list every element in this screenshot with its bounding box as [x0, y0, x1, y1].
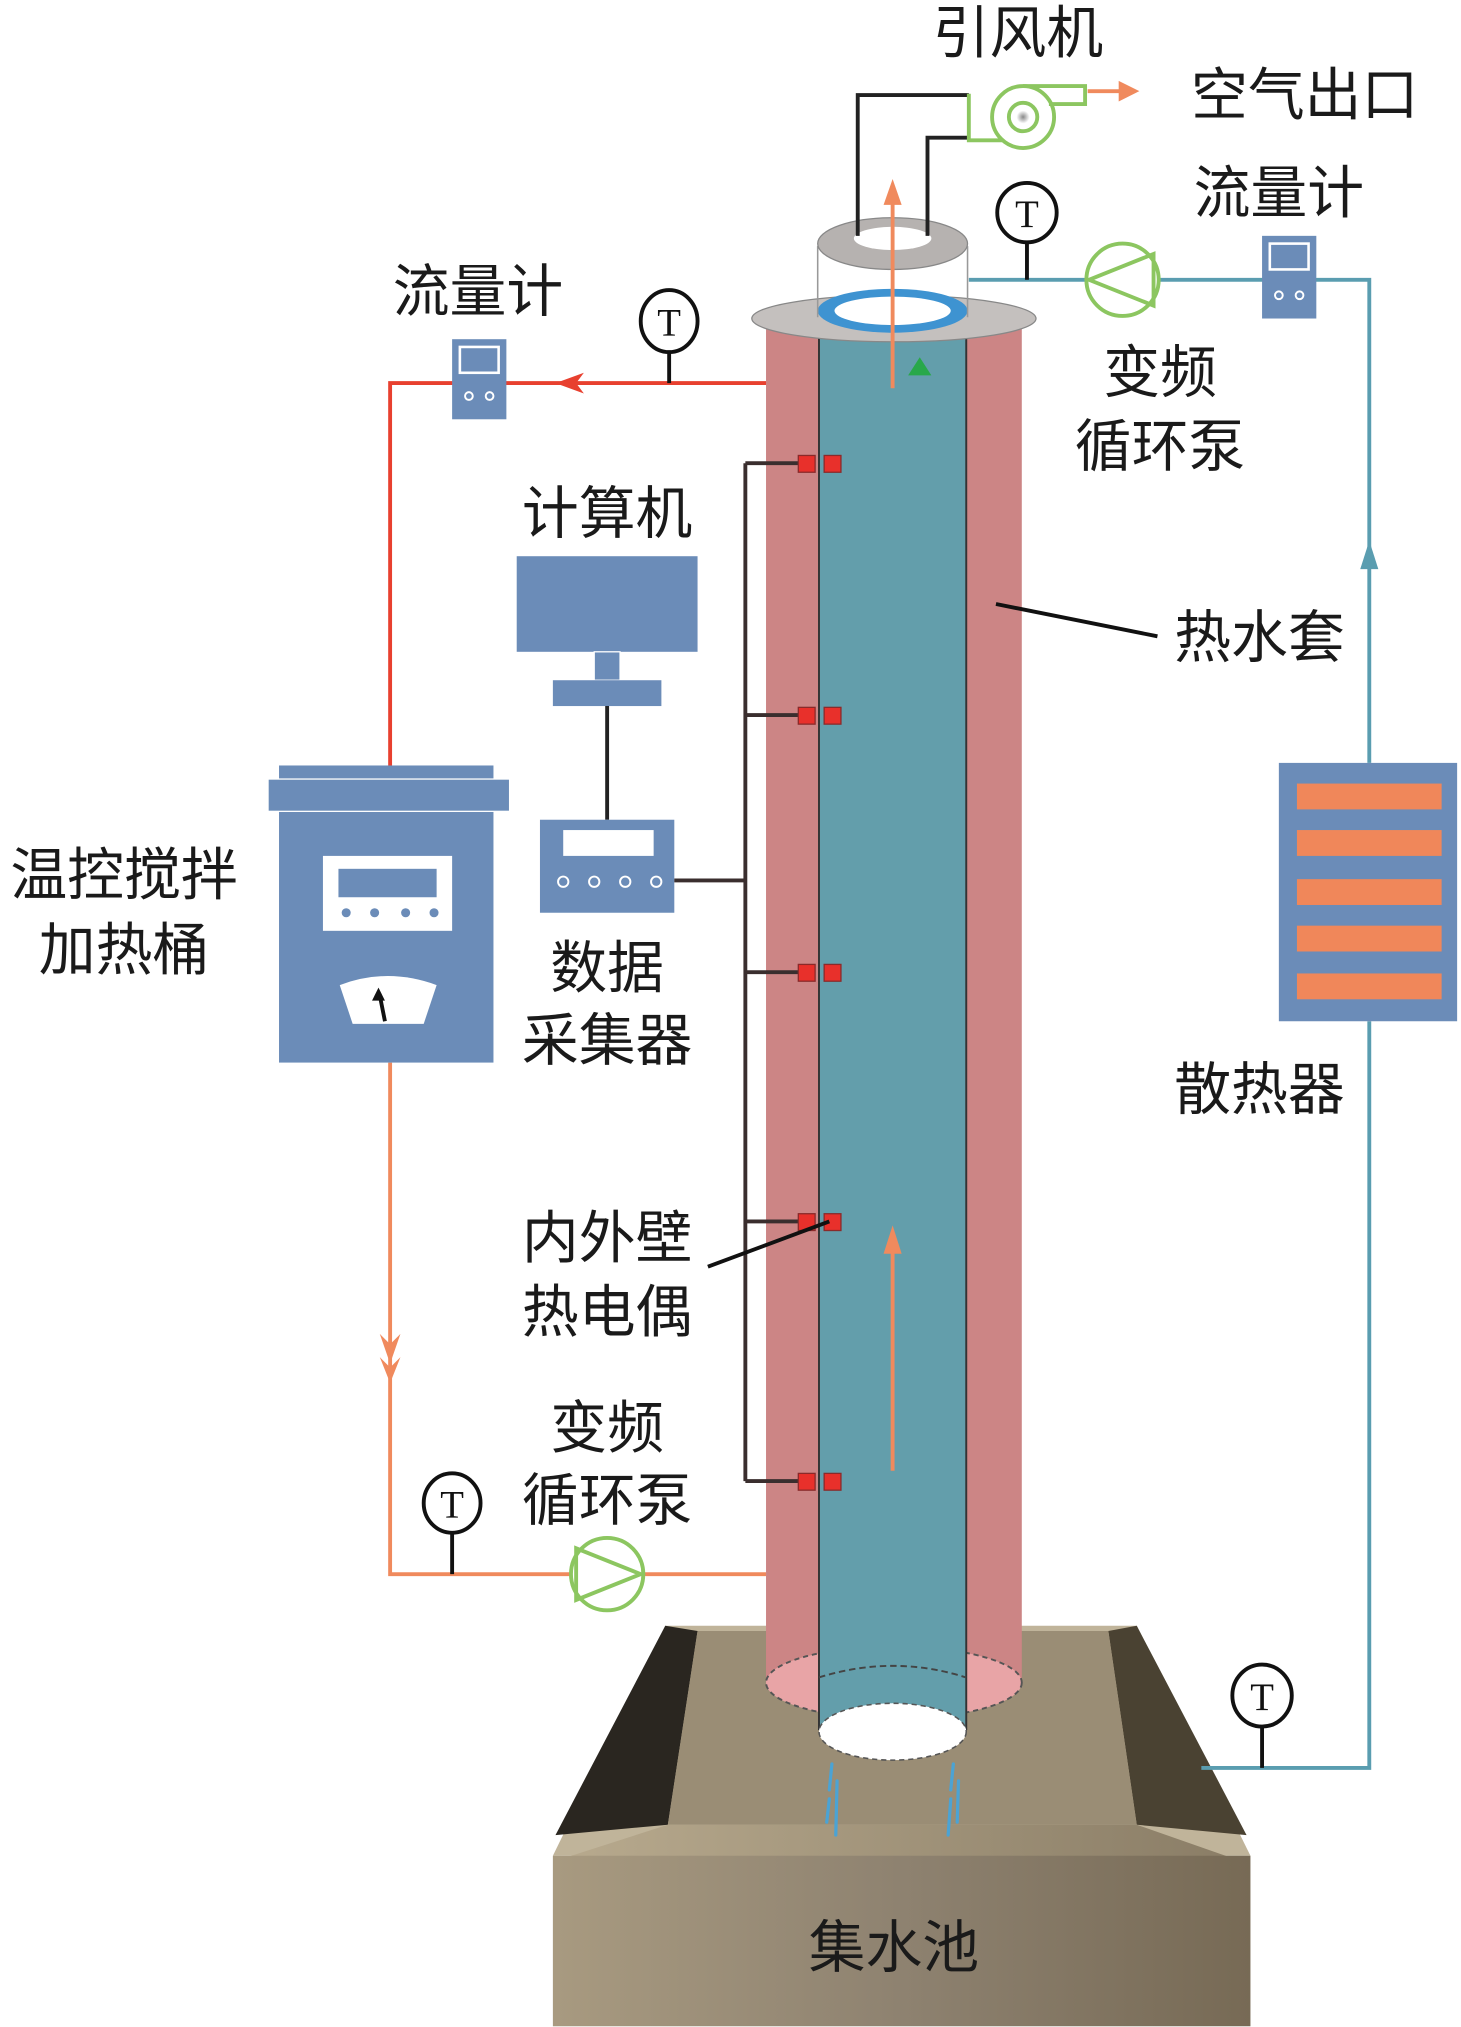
label-data-logger-1: 数据 [550, 936, 664, 1002]
thermocouple-5 [797, 1472, 816, 1491]
temperature-sensor-bottom-left: T [421, 1471, 483, 1575]
label-collection-tank: 集水池 [809, 1915, 979, 1981]
flowmeter-left-icon [452, 339, 507, 420]
inner-tube-outlet [818, 1702, 968, 1761]
temperature-sensor-symbol: T [657, 301, 681, 344]
label-data-logger-2: 采集器 [522, 1008, 692, 1074]
tower [765, 325, 1023, 1837]
thermocouple-1 [797, 454, 816, 473]
label-hot-water-jacket: 热水套 [1174, 605, 1344, 671]
label-vfd-pump-left-2: 循环泵 [522, 1468, 692, 1534]
thermocouple-pairs [797, 454, 842, 1491]
heater-tank-icon [268, 765, 509, 1063]
tank-left-inner-wall [555, 1625, 698, 1836]
cooling-loop [968, 277, 1372, 1770]
fan-duct [855, 93, 969, 236]
temperature-sensor-symbol: T [440, 1483, 464, 1526]
temperature-sensor-symbol: T [1015, 193, 1039, 236]
thermocouple-3 [797, 963, 816, 982]
return-loop-arrow [379, 1333, 401, 1364]
label-thermocouple-1: 内外壁 [522, 1206, 692, 1272]
label-radiator: 散热器 [1174, 1057, 1344, 1123]
label-flowmeter-left: 流量计 [393, 259, 563, 325]
label-vfd-pump-right-2: 循环泵 [1075, 414, 1245, 480]
thermocouple-wiring [674, 461, 807, 1484]
label-induced-fan: 引风机 [933, 0, 1103, 66]
induced-fan-icon [966, 84, 1088, 150]
vfd-pump-left-icon [569, 1536, 646, 1613]
temperature-sensor-top-right: T [995, 180, 1059, 280]
triangle-marker [908, 357, 932, 376]
tank-floor [555, 1824, 1241, 1861]
vfd-pump-right-icon [1083, 241, 1161, 318]
tank-front-wall [552, 1855, 1251, 2027]
thermocouple-leader-line [707, 1219, 830, 1269]
label-computer: 计算机 [522, 481, 692, 547]
label-vfd-pump-right-1: 变频 [1103, 340, 1217, 406]
hot-supply-arrow [555, 372, 584, 394]
inner-air-tube [818, 325, 968, 1731]
temperature-sensor-bottom-right: T [1230, 1662, 1294, 1768]
tank-right-inner-wall [1108, 1625, 1247, 1836]
radiator-icon [1278, 762, 1458, 1022]
label-thermocouple-2: 热电偶 [522, 1279, 692, 1345]
thermocouple-2 [797, 706, 816, 725]
label-heater-tank-1: 温控搅拌 [10, 843, 237, 909]
label-air-outlet: 空气出口 [1191, 62, 1418, 128]
flowmeter-right-icon [1262, 235, 1317, 319]
cooling-loop-arrow [1360, 540, 1379, 570]
label-vfd-pump-left-1: 变频 [550, 1396, 664, 1462]
temperature-sensor-symbol: T [1250, 1676, 1274, 1719]
temperature-sensor-top-left: T [638, 288, 700, 384]
jacket-leader-line [995, 602, 1158, 639]
water-drops [825, 1762, 961, 1837]
label-heater-tank-2: 加热桶 [39, 918, 209, 984]
computer-icon [516, 556, 698, 820]
hot-supply-loop [388, 381, 767, 774]
data-logger-icon [539, 819, 675, 913]
label-flowmeter-right: 流量计 [1194, 161, 1364, 227]
